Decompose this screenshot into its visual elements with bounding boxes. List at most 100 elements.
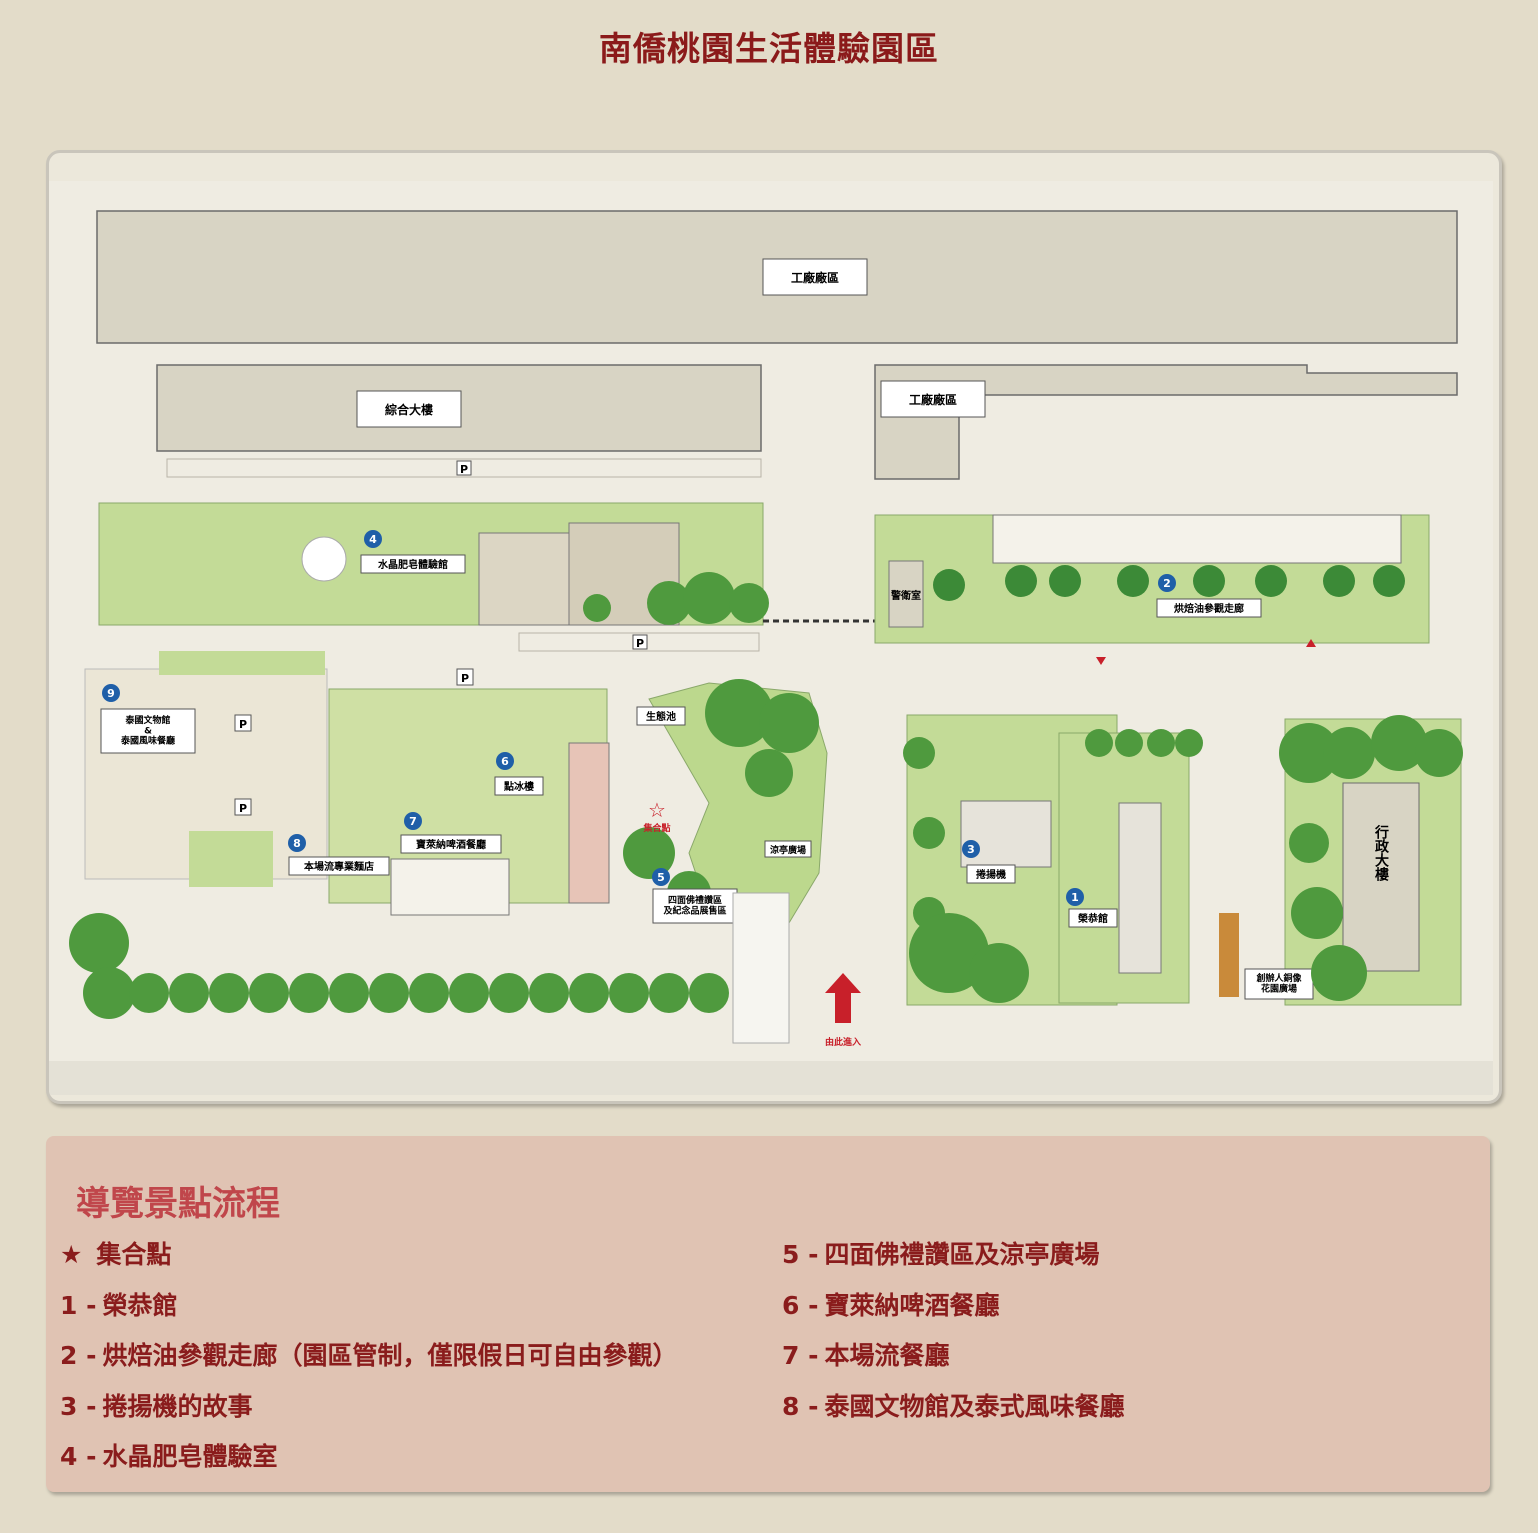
parking-sign-2: [632, 634, 648, 650]
admin-building-label: 行政大樓: [1373, 824, 1390, 882]
legend-item-text: 榮恭館: [102, 1290, 178, 1320]
marker-4: [364, 530, 382, 548]
marker-5: [652, 868, 670, 886]
gathering-star-icon: ☆: [648, 798, 666, 822]
legend-item-8: 8 -泰國文物館及泰式風味餐廳: [782, 1390, 1125, 1441]
parking-sign-1: [456, 460, 472, 476]
legend-item-num: 1 -: [60, 1290, 97, 1320]
star-icon: ★: [60, 1240, 83, 1269]
thai-museum-label-box: [100, 708, 196, 754]
tree-line-bottom: [69, 913, 729, 1019]
marker-7-text: 7: [409, 815, 417, 828]
general-building-label: 綜合大樓: [385, 402, 433, 417]
oil-corridor-building: [992, 514, 1402, 564]
marker-7: [404, 812, 422, 830]
parking-row-top: [166, 458, 762, 478]
legend-item-gathering: ★ 集合點: [60, 1238, 678, 1289]
ice-building-label-box: [494, 776, 544, 796]
legend-item-num: 2 -: [60, 1341, 97, 1370]
right-trees: [903, 715, 1463, 1003]
marker-4-text: 4: [369, 533, 377, 546]
local-restaurant-label: 本場流專業麵店: [304, 860, 374, 873]
legend-item-5: 5 -四面佛禮讚區及涼亭廣場: [782, 1238, 1125, 1289]
factory-right-block: [874, 364, 1458, 480]
gathering-point-label: 集合點: [642, 822, 670, 834]
oil-entry-arrow-down: [1096, 643, 1106, 665]
oil-exit-arrow-up: [1306, 639, 1316, 661]
legend-item-text: 寶萊納啤酒餐廳: [824, 1290, 1000, 1320]
legend-right-column: 5 -四面佛禮讚區及涼亭廣場 6 -寶萊納啤酒餐廳 7 -本場流餐廳 8 -泰國…: [782, 1238, 1125, 1440]
factory-right-label: 工廠廠區: [909, 392, 957, 407]
parking-sign-5: [456, 668, 474, 686]
founder-statue: [1219, 913, 1239, 997]
ice-building-label: 點冰樓: [503, 780, 534, 793]
legend-item-2: 2 -烘焙油參觀走廊（園區管制，僅限假日可自由參觀）: [60, 1339, 678, 1390]
guard-room: [888, 560, 924, 628]
machine-story-label: 捲揚機: [976, 868, 1006, 881]
legend-item-text: 捲揚機的故事: [102, 1391, 253, 1421]
soap-lab-building: [478, 532, 580, 626]
beer-restaurant-building: [390, 858, 510, 916]
marker-8: [288, 834, 306, 852]
map-bottom-strip: [49, 1061, 1493, 1095]
palm-trees-right: [933, 565, 1405, 601]
parking-sign-2-text: P: [636, 637, 644, 650]
legend-item-num: 7 -: [782, 1341, 819, 1370]
legend-item-num: 5 -: [782, 1240, 819, 1269]
marker-1-text: 1: [1071, 891, 1079, 904]
statue-plaza-label: 創辦人銅像花園廣場: [1255, 972, 1302, 994]
entrance-arrow: [825, 973, 861, 1023]
legend-item-text: 四面佛禮讚區及涼亭廣場: [824, 1240, 1100, 1269]
page-title: 南僑桃園生活體驗園區: [599, 29, 939, 68]
legend-item-7: 7 -本場流餐廳: [782, 1339, 1125, 1390]
statue-plaza-label-box: [1244, 968, 1314, 1000]
marker-9: [102, 684, 120, 702]
factory-top-label-box: [762, 258, 868, 296]
parking-sign-5-text: P: [461, 672, 469, 685]
legend-title: 導覽景點流程: [76, 1184, 280, 1224]
pavilion-label-box: [764, 840, 812, 858]
thai-garden-top: [159, 651, 325, 675]
legend-item-text: 水晶肥皂體驗室: [102, 1442, 278, 1471]
marker-1: [1066, 888, 1084, 906]
marker-8-text: 8: [293, 837, 301, 850]
legend-item-text: 泰國文物館及泰式風味餐廳: [824, 1391, 1125, 1421]
legend-item-num: 6 -: [782, 1290, 819, 1320]
small-garden: [189, 831, 273, 887]
legend-item-num: 8 -: [782, 1391, 819, 1421]
eco-pond-label: 生態池: [646, 710, 676, 723]
marker-2-text: 2: [1163, 577, 1171, 590]
parking-sign-3: [234, 714, 252, 732]
guard-room-label: 警衛室: [890, 589, 921, 602]
eco-pond-label-box: [636, 706, 686, 726]
legend-item-num: 4 -: [60, 1442, 97, 1471]
soap-lab-label-box: [360, 554, 466, 574]
marker-6-text: 6: [501, 755, 509, 768]
beer-restaurant-label: 寶萊納啤酒餐廳: [416, 838, 486, 851]
parking-sign-4: [234, 798, 252, 816]
factory-right-label-box: [880, 380, 986, 418]
factory-top-label: 工廠廠區: [791, 270, 839, 285]
parking-row-2: [518, 632, 760, 652]
general-building-label-box: [356, 390, 462, 428]
legend-item-1: 1 -榮恭館: [60, 1289, 678, 1340]
admin-building: [1342, 782, 1420, 972]
legend-item-text: 集合點: [96, 1240, 172, 1269]
park-map-illustration: 工廠廠區 綜合大樓 P 工廠廠區 4 水晶肥皂體驗館 P: [49, 181, 1493, 1095]
legend-left-column: ★ 集合點 1 -榮恭館 2 -烘焙油參觀走廊（園區管制，僅限假日可自由參觀） 3…: [60, 1238, 678, 1491]
beer-restaurant-label-box: [400, 834, 502, 854]
stone-monument: [732, 892, 790, 1044]
parking-sign-1-text: P: [460, 463, 468, 476]
pavilion-label: 涼亭廣場: [770, 844, 806, 856]
legend-item-6: 6 -寶萊納啤酒餐廳: [782, 1289, 1125, 1340]
marker-3-text: 3: [967, 843, 975, 856]
marker-6: [496, 752, 514, 770]
legend-item-text: 本場流餐廳: [824, 1341, 950, 1370]
oil-corridor-label: 烘焙油參觀走廊: [1174, 602, 1244, 615]
soap-lab-trees: [583, 572, 769, 625]
legend-item-3: 3 -捲揚機的故事: [60, 1390, 678, 1441]
eco-pond-trees: [623, 679, 819, 915]
soap-mascot: [301, 536, 347, 582]
parking-sign-4-text: P: [239, 802, 247, 815]
honor-hall-building: [1118, 802, 1162, 974]
